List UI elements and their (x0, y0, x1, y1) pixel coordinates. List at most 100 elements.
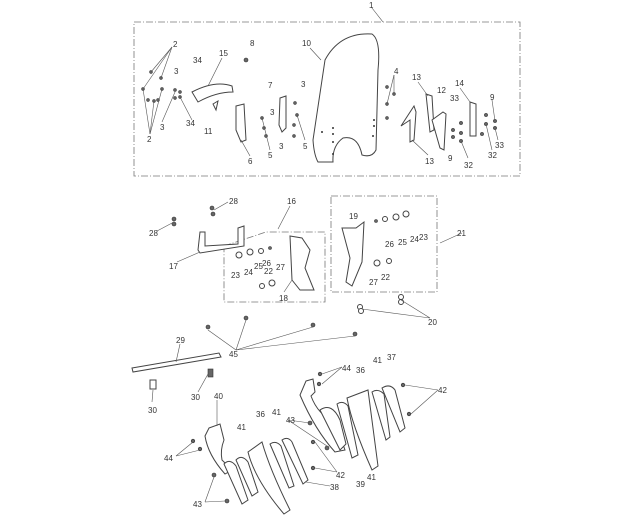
mount-rail-part (197, 225, 245, 254)
trim-strip-part (191, 83, 234, 103)
bracket-group-21-box (330, 195, 438, 293)
bracket-19-part (341, 220, 365, 287)
middle-callouts: 28 28 16 17 23 24 25 26 22 27 18 19 26 2… (148, 197, 466, 415)
callout-22: 22 (381, 273, 390, 282)
callout-32: 32 (488, 151, 497, 160)
bracket-38-part (281, 437, 309, 485)
callout-27: 27 (276, 263, 285, 272)
bottom-leader-lines (175, 366, 439, 503)
callout-42: 42 (336, 471, 345, 480)
callout-41: 41 (367, 473, 376, 482)
callout-7: 7 (268, 81, 273, 90)
callout-15: 15 (219, 49, 228, 58)
spacer-part (149, 379, 157, 390)
callout-23: 23 (419, 233, 428, 242)
callout-17: 17 (169, 262, 178, 271)
callout-18: 18 (279, 294, 288, 303)
callout-33: 33 (450, 94, 459, 103)
callout-34: 34 (186, 119, 195, 128)
callout-44: 44 (164, 454, 173, 463)
middle-leader-lines (151, 201, 463, 403)
callout-28: 28 (229, 197, 238, 206)
callout-34: 34 (193, 56, 202, 65)
bracket-18-part (289, 235, 315, 291)
callout-10: 10 (302, 39, 311, 48)
callout-13: 13 (412, 73, 421, 82)
callout-30: 30 (148, 406, 157, 415)
callout-45: 45 (229, 350, 238, 359)
callout-26: 26 (262, 259, 271, 268)
callout-21: 21 (457, 229, 466, 238)
clip-part (212, 99, 219, 112)
side-bracket-13-part (425, 93, 435, 133)
callout-12: 12 (437, 86, 446, 95)
top-leader-lines (142, 7, 499, 159)
bracket-36b-part (247, 441, 291, 515)
bottom-callouts: 44 36 41 37 42 40 36 41 41 43 44 42 38 3… (164, 353, 447, 509)
mount-bracket-center-part (278, 95, 287, 133)
top-callouts: 1 2 2 3 3 3 3 3 34 34 15 8 10 11 7 6 5 5… (147, 1, 504, 170)
callout-25: 25 (398, 238, 407, 247)
callout-19: 19 (349, 212, 358, 221)
callout-3: 3 (301, 80, 306, 89)
bracket-37-part (381, 385, 406, 433)
side-bracket-12-part (431, 111, 447, 151)
callout-44: 44 (342, 364, 351, 373)
callout-24: 24 (244, 268, 253, 277)
callout-20: 20 (428, 318, 437, 327)
bracket-36-part (346, 389, 379, 471)
callout-13: 13 (425, 157, 434, 166)
callout-41: 41 (237, 423, 246, 432)
callout-5: 5 (268, 151, 273, 160)
callout-8: 8 (250, 39, 255, 48)
mount-bracket-left-part (235, 103, 247, 143)
callout-3: 3 (160, 123, 165, 132)
callout-41: 41 (373, 356, 382, 365)
callout-41: 41 (272, 408, 281, 417)
callout-39: 39 (356, 480, 365, 489)
callout-32: 32 (464, 161, 473, 170)
callout-27: 27 (369, 278, 378, 287)
callout-30: 30 (191, 393, 200, 402)
callout-38: 38 (330, 483, 339, 492)
callout-3: 3 (270, 108, 275, 117)
callout-33: 33 (495, 141, 504, 150)
callout-36: 36 (256, 410, 265, 419)
rod-part (131, 352, 222, 373)
callout-1: 1 (369, 1, 374, 10)
callout-26: 26 (385, 240, 394, 249)
callout-25: 25 (254, 262, 263, 271)
callout-37: 37 (387, 353, 396, 362)
callout-6: 6 (248, 157, 253, 166)
side-bracket-left-part (400, 104, 417, 143)
callout-2: 2 (147, 135, 152, 144)
callout-16: 16 (287, 197, 296, 206)
callout-22: 22 (264, 267, 273, 276)
callout-9: 9 (448, 154, 453, 163)
spacer-dark-part (207, 368, 214, 378)
bracket-group-16-box (223, 231, 326, 303)
windscreen-kit-group-box (133, 21, 521, 177)
side-bracket-14-part (469, 101, 477, 137)
callout-11: 11 (204, 127, 213, 136)
callout-2: 2 (173, 40, 178, 49)
callout-3: 3 (279, 142, 284, 151)
callout-24: 24 (410, 235, 419, 244)
callout-40: 40 (214, 392, 223, 401)
callout-5: 5 (303, 142, 308, 151)
nut-part (243, 57, 249, 63)
callout-23: 23 (231, 271, 240, 280)
callout-43: 43 (193, 500, 202, 509)
callout-42: 42 (438, 386, 447, 395)
callout-29: 29 (176, 336, 185, 345)
middle-fasteners (171, 205, 410, 337)
callout-4: 4 (394, 67, 399, 76)
bottom-parts (190, 371, 412, 515)
callout-14: 14 (455, 79, 464, 88)
callout-28: 28 (149, 229, 158, 238)
callout-43: 43 (286, 416, 295, 425)
callout-3: 3 (174, 67, 179, 76)
callout-9: 9 (490, 93, 495, 102)
windscreen-part (312, 33, 380, 163)
